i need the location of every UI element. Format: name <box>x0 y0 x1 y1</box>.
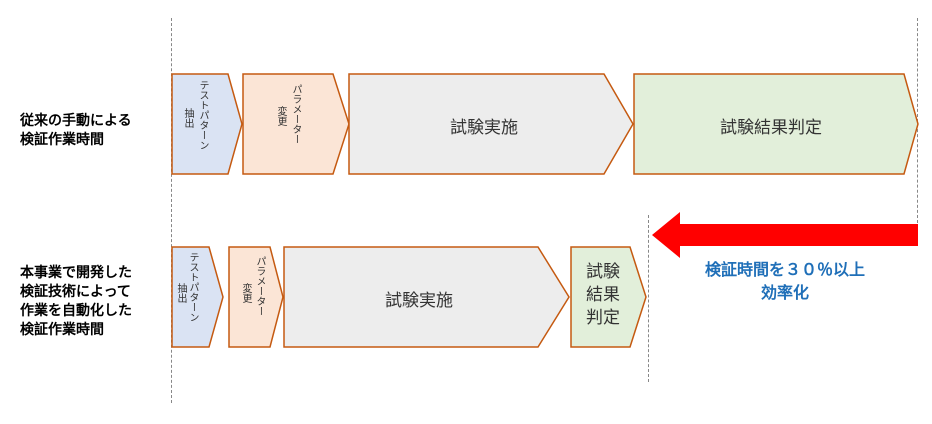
manual-judge-text: 試験結果判定 <box>720 118 822 138</box>
start-guide-line <box>171 18 172 403</box>
manual-param-text-b: 変更 <box>275 106 286 126</box>
manual-step-extract <box>171 73 243 175</box>
manual-extract-text-a: テストパターン <box>197 80 208 150</box>
auto-extract-text-a: テストパターン <box>187 252 198 322</box>
row-label-manual: 従来の手動による 検証作業時間 <box>20 113 132 148</box>
auto-step-param <box>228 246 284 348</box>
manual-step-judge <box>633 73 919 175</box>
manual-step-run <box>348 73 634 175</box>
automated-end-guide-line <box>648 215 649 382</box>
auto-step-extract <box>171 246 224 348</box>
auto-extract-text-b: 抽出 <box>175 283 186 303</box>
auto-step-run <box>283 246 570 348</box>
reduction-arrow <box>652 212 918 258</box>
efficiency-result-text: 検証時間を３０％以上 効率化 <box>704 260 865 302</box>
auto-run-text: 試験実施 <box>385 291 453 311</box>
manual-run-text: 試験実施 <box>450 118 518 138</box>
manual-param-text-a: パラメーター <box>290 84 301 144</box>
manual-step-param <box>242 73 350 175</box>
auto-judge-text: 試験 結果 判定 <box>586 262 620 328</box>
row-label-automated: 本事業で開発した 検証技術によって 作業を自動化した 検証作業時間 <box>20 265 132 338</box>
manual-extract-text-b: 抽出 <box>182 108 193 128</box>
auto-param-text-a: パラメーター <box>254 256 265 316</box>
auto-step-judge <box>570 246 647 348</box>
auto-param-text-b: 変更 <box>240 283 251 303</box>
